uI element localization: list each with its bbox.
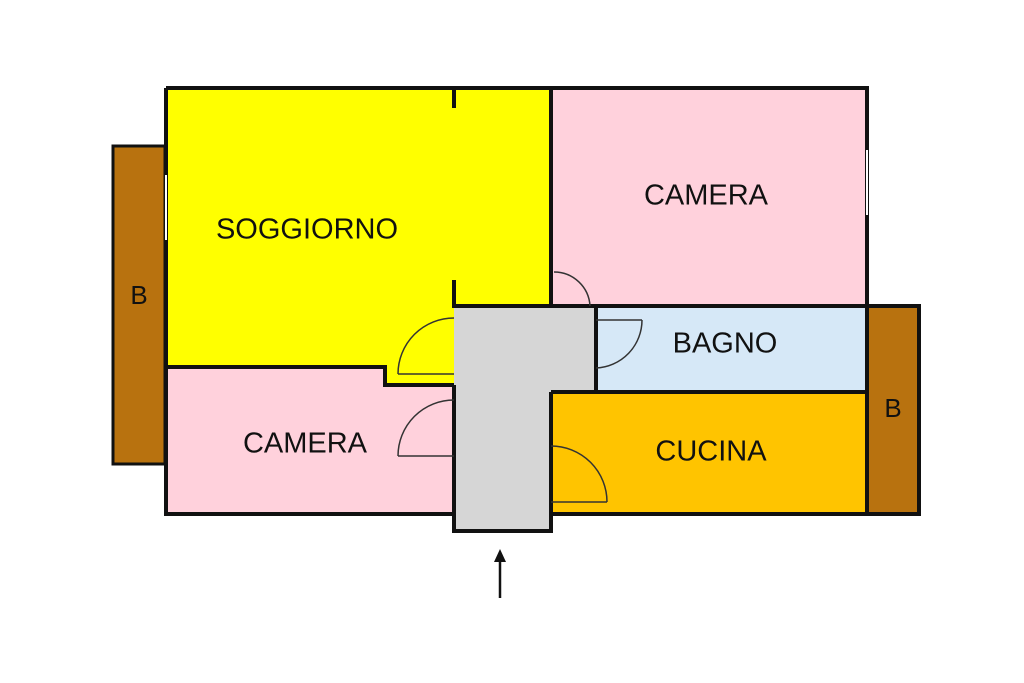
door-camera-top [553,271,591,307]
room-soggiorno [166,88,551,385]
wall-soggiorno-hall [452,280,551,308]
label-bagno: BAGNO [673,328,778,360]
door-soggiorno [397,317,455,375]
room-cucina [551,392,867,514]
door-bagno [595,319,643,369]
label-balcony-left: B [130,280,147,310]
label-balcony-right: B [884,393,901,423]
room-camera-bottom [166,367,454,514]
label-camera-top: CAMERA [644,180,769,212]
arrow-up-icon [494,549,506,598]
label-camera-bottom: CAMERA [243,428,368,460]
label-soggiorno: SOGGIORNO [216,214,398,246]
label-cucina: CUCINA [655,436,767,468]
room-hallway [454,306,596,531]
door-cucina [550,445,608,503]
wall-soggiorno-camera-bottom [166,365,454,387]
door-camera-bottom [397,399,455,457]
room-camera-top [551,88,867,306]
balcony-left [111,144,167,466]
